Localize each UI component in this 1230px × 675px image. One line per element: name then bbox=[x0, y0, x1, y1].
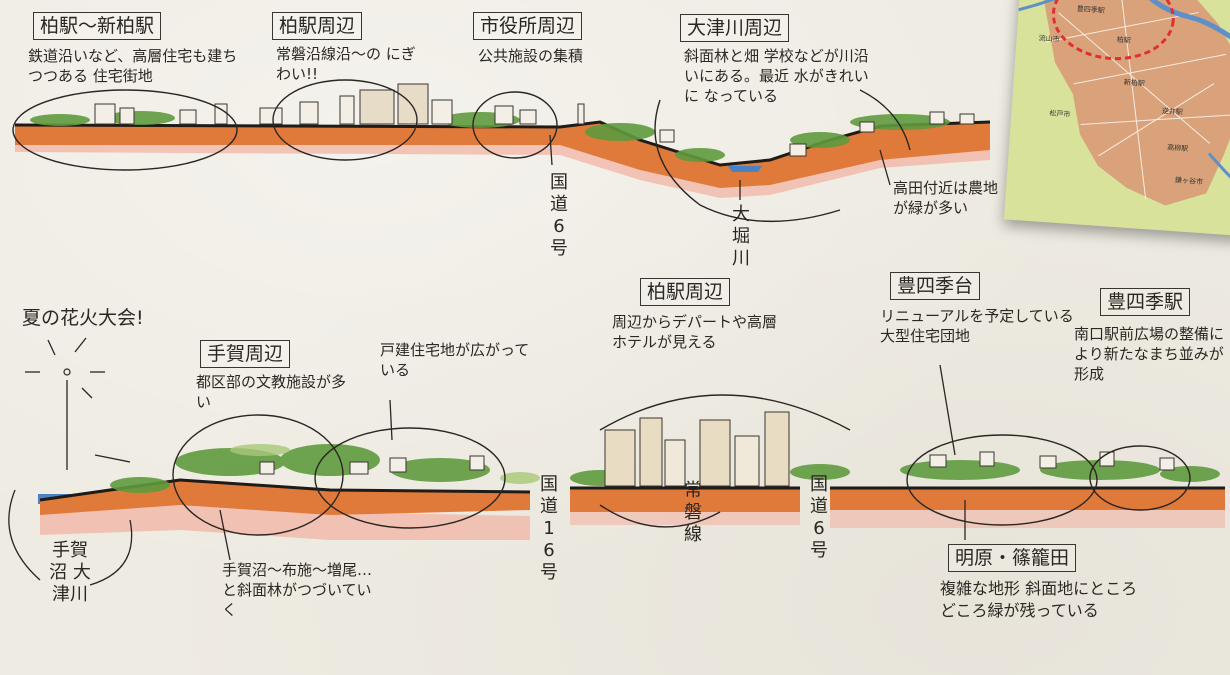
bottom-soil-pink bbox=[40, 500, 530, 540]
top-arrows bbox=[549, 134, 891, 200]
bottom-arrows bbox=[8, 337, 966, 586]
note-slope-forest: 斜面林と畑 学校などが川沿いにある。最近 水がきれいに なっている bbox=[684, 47, 869, 105]
note-fireworks: 夏の花火大会! bbox=[22, 307, 144, 329]
note-takada-farmland: 高田付近は農地が緑が多い bbox=[893, 179, 999, 217]
map-label-7: 鎌ヶ谷市 bbox=[1174, 176, 1204, 187]
area-map-inset: 豊四季駅 流山市 柏駅 新柏駅 松戸市 逆井駅 高柳駅 鎌ヶ谷市 bbox=[1003, 0, 1230, 237]
label-kashiwa-area-top: 柏駅周辺 bbox=[272, 12, 363, 40]
label-route6-bottom: 国道6号 bbox=[810, 474, 828, 561]
map-label-6: 高柳駅 bbox=[1167, 143, 1189, 154]
note-residential: 鉄道沿いなど、高層住宅も建ちつつある 住宅街地 bbox=[28, 47, 238, 85]
bottom-ground-lines bbox=[39, 478, 1225, 502]
label-joban-line: 常磐線 bbox=[684, 480, 702, 545]
note-education-facilities: 都区部の文教施設が多い bbox=[196, 373, 347, 411]
bottom-soil-2 bbox=[570, 488, 800, 512]
label-otsugawa: 大津川周辺 bbox=[680, 14, 790, 42]
label-toyoshiki-station: 豊四季駅 bbox=[1100, 288, 1191, 316]
label-route6-top: 国道6号 bbox=[550, 172, 568, 259]
note-department-store-view: 周辺からデパートや高層ホテルが見える bbox=[612, 313, 778, 351]
top-callout-rings bbox=[12, 79, 911, 223]
map-shape bbox=[1018, 0, 1230, 206]
label-toyoshikidai: 豊四季台 bbox=[890, 272, 981, 300]
note-housing-complex: リニューアルを予定している大型住宅団地 bbox=[880, 307, 1074, 345]
label-kashiwa-shinkashiwa: 柏駅～新柏駅 bbox=[33, 12, 162, 40]
bottom-buildings bbox=[259, 411, 1175, 487]
bottom-soil-pink-3 bbox=[830, 505, 1225, 528]
map-label-0: 豊四季駅 bbox=[1076, 4, 1105, 15]
top-buildings bbox=[94, 83, 975, 157]
bottom-soil-3 bbox=[830, 488, 1225, 510]
top-soil bbox=[15, 122, 990, 188]
map-label-2: 柏駅 bbox=[1116, 35, 1131, 45]
label-shiyakusho: 市役所周辺 bbox=[473, 12, 583, 40]
label-tegaura: 手賀周辺 bbox=[200, 340, 291, 368]
note-detached-houses: 戸建住宅地が広がっている bbox=[380, 341, 530, 379]
map-label-1: 流山市 bbox=[1038, 34, 1060, 44]
note-complex-terrain: 複雑な地形 斜面地にところどころ緑が残っている bbox=[940, 579, 1138, 620]
note-public-facilities: 公共施設の集積 bbox=[478, 47, 584, 65]
note-slope-forest-continues: 手賀沼～布施～増尾…と斜面林がつづいていく bbox=[222, 561, 373, 619]
label-tega-otsu: 手賀沼 大津川 bbox=[49, 540, 91, 605]
bottom-callout-rings bbox=[172, 394, 1191, 536]
map-label-5: 逆井駅 bbox=[1161, 107, 1184, 117]
label-otsugawa-river: 大堀川 bbox=[732, 204, 750, 269]
note-south-exit-plaza: 南口駅前広場の整備により新たなまち並みが形成 bbox=[1074, 325, 1225, 383]
label-mitsuhara: 明原・篠籠田 bbox=[948, 544, 1077, 572]
map-label-4: 松戸市 bbox=[1049, 109, 1071, 119]
map-label-3: 新柏駅 bbox=[1123, 78, 1145, 88]
note-joban-bustle: 常磐沿線沿～の にぎわい!! bbox=[276, 45, 416, 83]
label-route16: 国道16号 bbox=[540, 474, 558, 583]
otsugawa-water bbox=[728, 166, 762, 172]
label-kashiwa-area-bottom: 柏駅周辺 bbox=[640, 278, 731, 306]
